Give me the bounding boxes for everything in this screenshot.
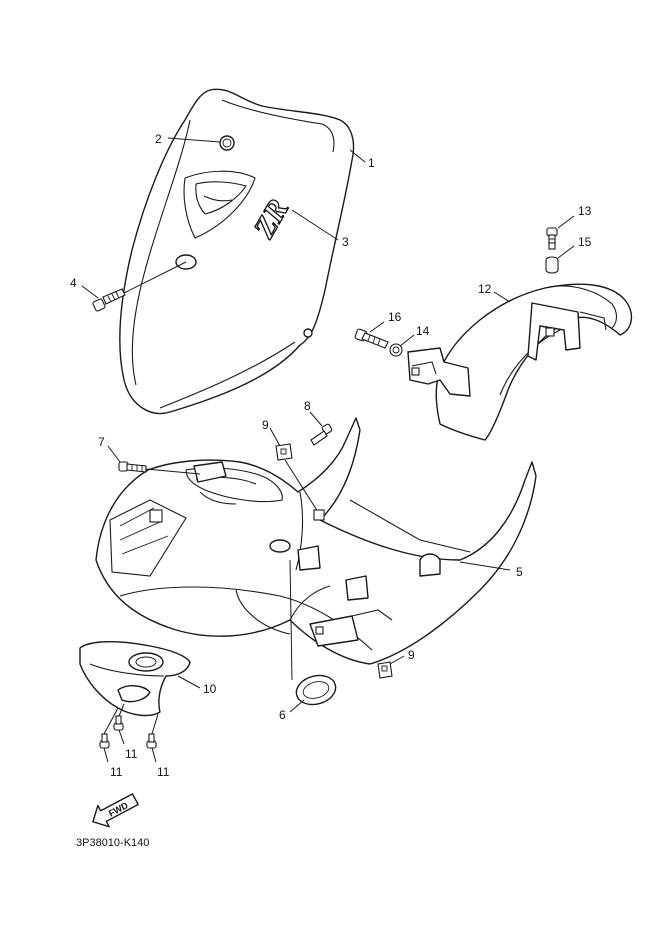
callout-15: 15 [557,235,592,259]
callout-label: 14 [416,324,430,338]
callout-label: 7 [98,435,105,449]
callout-12: 12 [478,282,511,303]
drawing-code: 3P38010-K140 [76,837,149,849]
front-cover-part: ZR [119,88,355,415]
callout-9-upper: 9 [262,418,281,447]
callout-label: 5 [516,565,523,579]
fwd-arrow-icon: FWD [92,793,139,828]
cover-plate-part [79,641,191,717]
callout-3: 3 [291,209,349,249]
inner-fender-part [435,283,633,441]
callout-13: 13 [557,204,592,229]
callout-label: 8 [304,399,311,413]
grommet-part [295,674,337,706]
callout-label: 16 [388,310,402,324]
callout-label: 1 [368,156,375,170]
callout-11-left: 11 [103,747,123,779]
callout-1: 1 [349,149,375,170]
bolt-part-13 [546,227,558,250]
callout-16: 16 [369,310,402,333]
screw-part-4 [92,288,126,312]
clip-part-9-upper [275,443,293,461]
callout-11-right: 11 [151,747,170,779]
callout-14: 14 [399,324,430,347]
callout-label: 12 [478,282,492,296]
callout-label: 9 [408,648,415,662]
callout-label: 10 [203,682,217,696]
screw-part-11-a [99,733,110,749]
collar-part [389,343,403,357]
callout-label: 15 [578,235,592,249]
callout-label: 4 [70,276,77,290]
callout-8: 8 [304,399,323,427]
callout-6: 6 [279,699,305,722]
callout-label: 6 [279,708,286,722]
callout-label: 11 [110,765,123,779]
callout-4: 4 [70,276,99,299]
callout-label: 11 [157,765,170,779]
collar-part-15 [545,256,559,274]
emblem-part [219,135,235,151]
callout-label: 9 [262,418,269,432]
callout-11-middle: 11 [118,729,138,761]
callout-2: 2 [155,132,221,146]
callout-10: 10 [177,675,217,696]
callout-label: 11 [125,747,138,761]
clip-part-9-lower [377,661,393,679]
leg-shield-part [95,417,537,665]
callout-5: 5 [459,561,523,579]
bolt-part-16 [354,328,389,349]
callout-label: 13 [578,204,592,218]
screw-part-11-c [146,733,157,749]
callout-label: 3 [342,235,349,249]
bolt-part-7 [118,461,147,473]
callout-label: 2 [155,132,162,146]
bracket-part-14 [407,347,471,397]
callout-9-lower: 9 [389,648,415,665]
screw-part-11-b [113,715,124,731]
callout-7: 7 [98,435,121,463]
screw-part-8 [310,423,333,446]
